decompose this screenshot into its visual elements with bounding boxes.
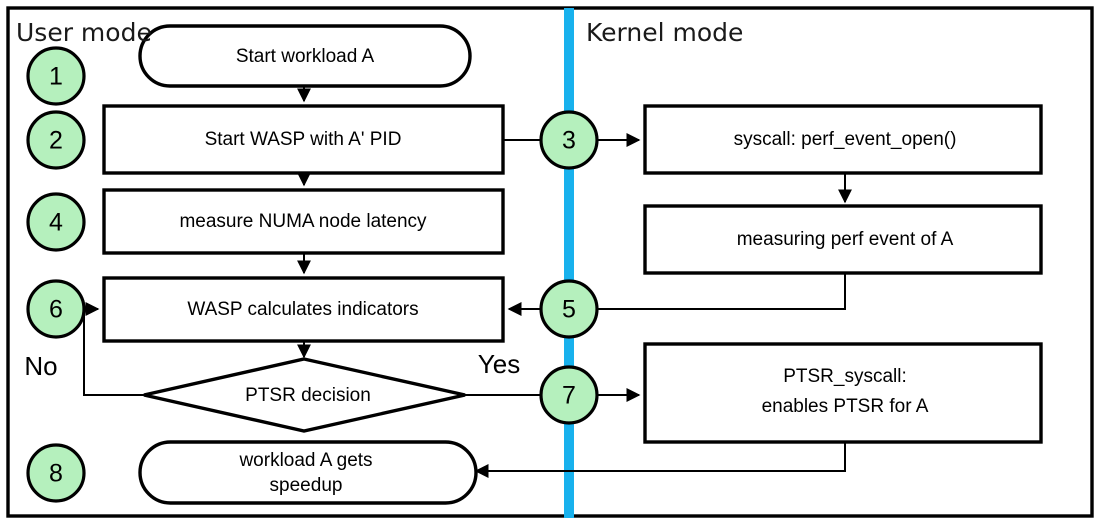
step-marker-7-circle bbox=[539, 365, 599, 425]
step-marker-2[interactable]: 2 bbox=[26, 110, 86, 170]
node-ptsr-decision[interactable]: PTSR decision bbox=[143, 357, 466, 433]
node-ptsr-syscall-label-line1: PTSR_syscall: bbox=[783, 366, 907, 387]
step-marker-5[interactable]: 5 bbox=[539, 279, 599, 339]
node-syscall-perf-event-open-shape bbox=[643, 104, 1043, 175]
node-start-wasp-shape bbox=[102, 104, 505, 175]
node-ptsr-syscall-label-line2: enables PTSR for A bbox=[762, 396, 929, 417]
step-marker-8-circle bbox=[26, 443, 86, 503]
step-marker-6-circle bbox=[26, 279, 86, 339]
step-marker-8[interactable]: 8 bbox=[26, 443, 86, 503]
node-measuring-perf-event[interactable]: measuring perf event of A bbox=[643, 204, 1043, 275]
node-workload-speedup[interactable]: workload A gets speedup bbox=[138, 440, 478, 505]
diagram-border bbox=[6, 6, 1094, 518]
step-marker-7-number: 7 bbox=[562, 382, 576, 410]
step-marker-4[interactable]: 4 bbox=[26, 192, 86, 252]
node-ptsr-syscall-shape bbox=[643, 342, 1043, 444]
node-start-workload[interactable]: Start workload A bbox=[138, 24, 472, 88]
node-wasp-calculates-label: WASP calculates indicators bbox=[187, 299, 418, 320]
node-measure-numa[interactable]: measure NUMA node latency bbox=[102, 188, 505, 255]
connector-ptsr-decision-no-loopback bbox=[83, 302, 144, 396]
step-marker-5-circle bbox=[539, 279, 599, 339]
step-marker-1-number: 1 bbox=[49, 63, 63, 91]
step-marker-6-number: 6 bbox=[49, 296, 63, 324]
node-ptsr-decision-shape bbox=[143, 357, 466, 433]
step-marker-5-number: 5 bbox=[562, 296, 576, 324]
node-wasp-calculates[interactable]: WASP calculates indicators bbox=[102, 276, 505, 343]
step-marker-7[interactable]: 7 bbox=[539, 365, 599, 425]
lane-label-user-mode: User mode bbox=[16, 18, 152, 47]
branch-label-no: No bbox=[24, 351, 57, 381]
step-marker-2-circle bbox=[26, 110, 86, 170]
step-marker-2-number: 2 bbox=[49, 127, 63, 155]
node-workload-speedup-label-line2: speedup bbox=[270, 475, 343, 496]
node-workload-speedup-shape bbox=[138, 440, 478, 505]
node-wasp-calculates-shape bbox=[102, 276, 505, 343]
step-marker-3-circle bbox=[539, 110, 599, 170]
step-marker-8-number: 8 bbox=[49, 460, 63, 488]
node-ptsr-syscall[interactable]: PTSR_syscall: enables PTSR for A bbox=[643, 342, 1043, 444]
node-start-wasp-label: Start WASP with A' PID bbox=[205, 129, 402, 150]
connector-measuring-perf-event-to-step5 bbox=[597, 273, 846, 310]
branch-label-yes: Yes bbox=[478, 349, 520, 379]
node-measure-numa-label: measure NUMA node latency bbox=[179, 211, 427, 232]
step-marker-3[interactable]: 3 bbox=[539, 110, 599, 170]
step-marker-1[interactable]: 1 bbox=[26, 46, 86, 106]
step-marker-4-number: 4 bbox=[49, 209, 63, 237]
node-measure-numa-shape bbox=[102, 188, 505, 255]
step-marker-4-circle bbox=[26, 192, 86, 252]
connector-ptsr-syscall-to-workload-speedup bbox=[474, 442, 846, 478]
node-start-workload-label: Start workload A bbox=[236, 46, 375, 67]
node-measuring-perf-event-shape bbox=[643, 204, 1043, 275]
node-measuring-perf-event-label: measuring perf event of A bbox=[737, 229, 954, 250]
node-workload-speedup-label-line1: workload A gets bbox=[238, 450, 372, 471]
node-start-workload-shape bbox=[138, 24, 472, 88]
step-marker-3-number: 3 bbox=[562, 127, 576, 155]
node-ptsr-decision-label: PTSR decision bbox=[245, 385, 371, 406]
lane-label-kernel-mode: Kernel mode bbox=[586, 18, 743, 47]
step-marker-6[interactable]: 6 bbox=[26, 279, 86, 339]
node-syscall-perf-event-open-label: syscall: perf_event_open() bbox=[734, 129, 957, 150]
node-start-wasp[interactable]: Start WASP with A' PID bbox=[102, 104, 505, 175]
step-marker-1-circle bbox=[26, 46, 86, 106]
node-syscall-perf-event-open[interactable]: syscall: perf_event_open() bbox=[643, 104, 1043, 175]
